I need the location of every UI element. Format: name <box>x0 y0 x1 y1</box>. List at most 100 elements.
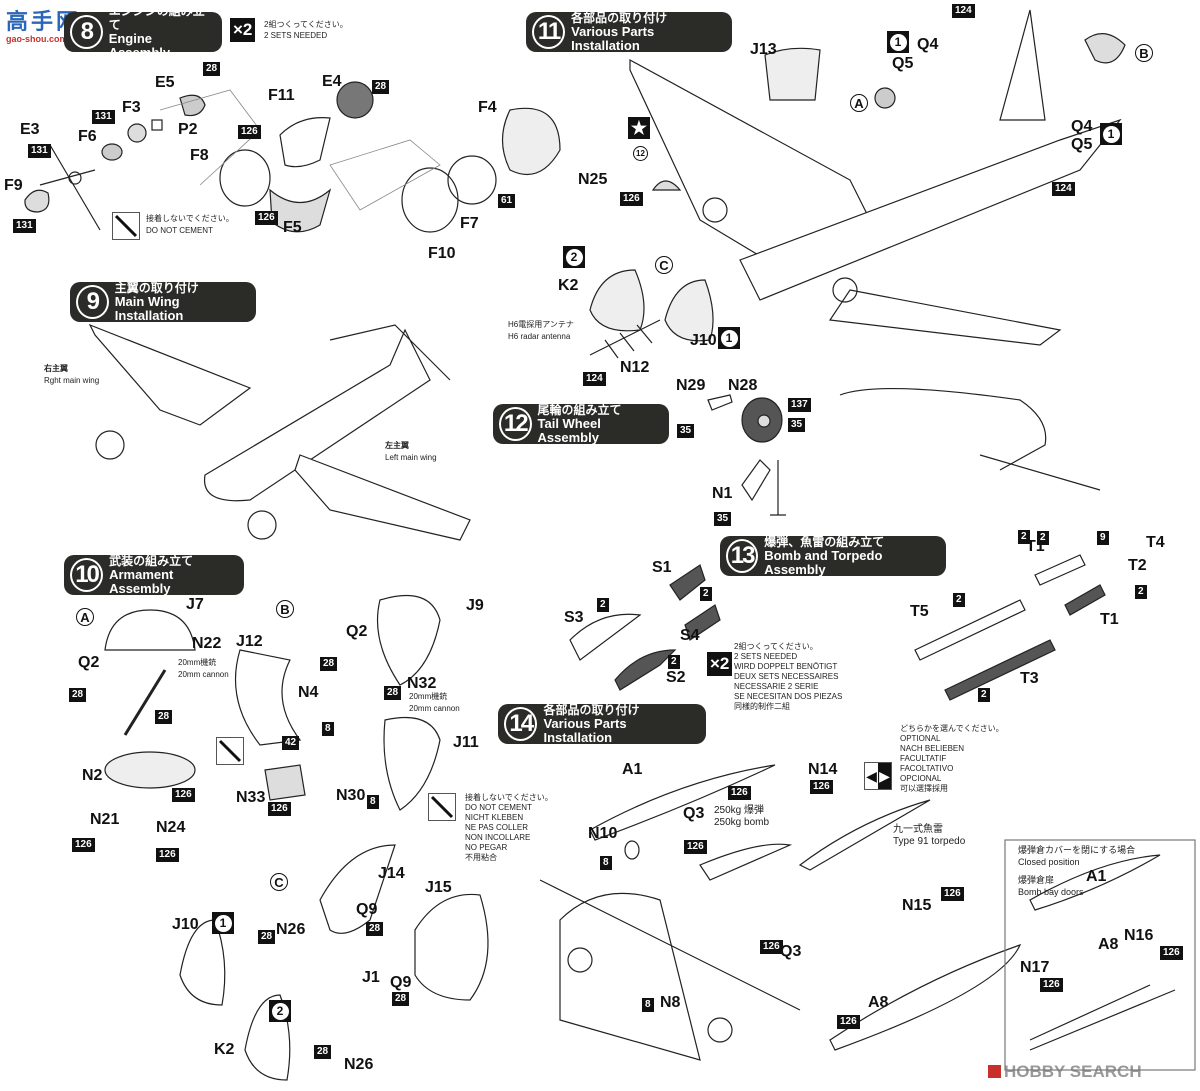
inset-frame-drawing <box>1004 839 1196 1071</box>
inset-part-a1: A1 <box>1086 868 1107 885</box>
part-label-j11: J11 <box>453 734 479 751</box>
color-code: 126 <box>156 848 179 862</box>
part-label-q3: Q3 <box>683 805 705 822</box>
part-label-s4: S4 <box>680 627 700 644</box>
torpedo-label-jp: 九一式魚雷 <box>893 824 943 835</box>
part-label-n33: N33 <box>236 789 266 806</box>
variant-marker-1: 1 <box>212 912 234 934</box>
inset-a1-drawing <box>1029 854 1161 911</box>
step-title-en: Tail Wheel Assembly <box>537 416 601 445</box>
part-label-f10: F10 <box>428 245 456 262</box>
j9-canopy-drawing <box>376 594 441 686</box>
j11-canopy-drawing <box>383 716 441 811</box>
a1-door-drawing <box>589 764 776 841</box>
bomb-label-jp: 250kg 爆弾 <box>714 805 765 816</box>
f8-ring-drawing <box>219 149 271 207</box>
f5-cowl-drawing <box>269 188 332 233</box>
t5-torpedo-drawing <box>914 599 1026 661</box>
color-code: 126 <box>684 840 707 854</box>
star-marker-icon: ★ <box>628 117 650 139</box>
engine-l-step9-drawing <box>247 510 277 540</box>
color-code: 28 <box>372 80 390 94</box>
color-code: 124 <box>583 372 606 386</box>
step-number: 11 <box>532 15 566 49</box>
tail-section-drawing <box>839 387 1101 491</box>
arrow-right-icon: ▶ <box>878 763 891 789</box>
n10-ring-drawing <box>624 840 640 860</box>
sets-note-en: 2 SETS NEEDED <box>734 652 798 661</box>
f10-ring-drawing <box>401 167 459 233</box>
torpedo-label-en: Type 91 torpedo <box>893 836 966 847</box>
bomb-250kg-drawing <box>699 843 793 881</box>
s1-fin-drawing <box>669 564 706 601</box>
sets-note-en: 2 SETS NEEDED <box>264 31 328 40</box>
step-number: 12 <box>499 407 532 441</box>
part-label-f7: F7 <box>460 215 479 232</box>
a8-door-drawing <box>829 943 1022 1051</box>
inset-part-a8: A8 <box>1098 936 1119 953</box>
color-code: 61 <box>498 194 516 208</box>
color-code: 35 <box>714 512 732 526</box>
color-code: 2 <box>1018 530 1030 544</box>
color-code: 28 <box>69 688 87 702</box>
part-label-t3: T3 <box>1020 670 1039 687</box>
part-label-f8: F8 <box>190 147 209 164</box>
s4-fin-drawing <box>684 604 721 641</box>
step-title-en: Various Parts Installation <box>571 24 655 53</box>
part-label-j1: J1 <box>362 969 380 986</box>
optional-fr: FACULTATIF <box>900 754 947 763</box>
color-code: 28 <box>155 710 173 724</box>
part-label-j10-c: J10 <box>172 916 199 933</box>
j7-turret-drawing <box>104 609 196 651</box>
part-label-j15: J15 <box>425 879 452 896</box>
n25-part-drawing <box>651 180 682 191</box>
variant-marker-2: 2 <box>269 1000 291 1022</box>
k2-nose-step11-drawing <box>589 269 645 332</box>
sets-note-jp: 2組つくってください。 <box>734 642 818 651</box>
color-code: 35 <box>788 418 806 432</box>
radar-antenna-en: H6 radar antenna <box>508 332 571 341</box>
e4-engine-drawing <box>336 81 374 119</box>
part-label-q4: Q4 <box>917 36 939 53</box>
marker-num: 2 <box>271 1002 289 1020</box>
part-label-q9-2: Q9 <box>390 974 412 991</box>
sets-multiplier: ×2 <box>230 18 256 42</box>
color-code: 2 <box>978 688 990 702</box>
variant-marker-2: 2 <box>563 246 585 268</box>
optional-es: OPCIONAL <box>900 774 942 783</box>
do-not-cement-multilang: 接着しないでください。 DO NOT CEMENT NICHT KLEBEN N… <box>465 793 553 863</box>
aircraft-step11-drawing <box>629 9 1122 346</box>
sets-note-cn: 同樣的制作二組 <box>734 702 790 711</box>
sets-note-it: NECESSARIE 2 SERIE <box>734 682 819 691</box>
sets-note-es: SE NECESITAN DOS PIEZAS <box>734 692 843 701</box>
step-number: 10 <box>70 558 104 592</box>
part-label-n15: N15 <box>902 897 932 914</box>
part-label-t2: T2 <box>1128 557 1147 574</box>
color-code: 42 <box>282 736 300 750</box>
f11-cowl-drawing <box>279 117 331 168</box>
j12-frame-drawing <box>234 649 302 746</box>
color-code: 131 <box>28 144 51 158</box>
step-title-jp: 尾輪の組み立て <box>537 403 622 417</box>
aircraft-underside-drawing <box>539 879 801 1061</box>
dnc-fr: NE PAS COLLER <box>465 823 528 832</box>
optional-choice-icon: ◀ ▶ <box>864 762 892 790</box>
part-label-n21: N21 <box>90 811 120 828</box>
cannon-label-en: 20mm cannon <box>178 670 229 679</box>
spinner-drawing <box>24 189 50 213</box>
step-title-en: Engine Assembly <box>108 31 171 60</box>
part-label-f11: F11 <box>268 87 295 104</box>
inset-part-n16: N16 <box>1124 927 1154 944</box>
dnc-jp: 接着しないでください。 <box>465 793 553 802</box>
n1-strut-drawing <box>741 459 786 516</box>
color-code: 126 <box>255 211 278 225</box>
step-title-jp: 爆弾、魚雷の組み立て <box>764 535 885 549</box>
marker-num: 1 <box>214 914 232 932</box>
part-label-n32: N32 <box>407 675 437 692</box>
t1-tail-2-drawing <box>1064 584 1106 616</box>
color-code: 2 <box>668 655 680 669</box>
t1-tail-drawing <box>1034 554 1086 586</box>
